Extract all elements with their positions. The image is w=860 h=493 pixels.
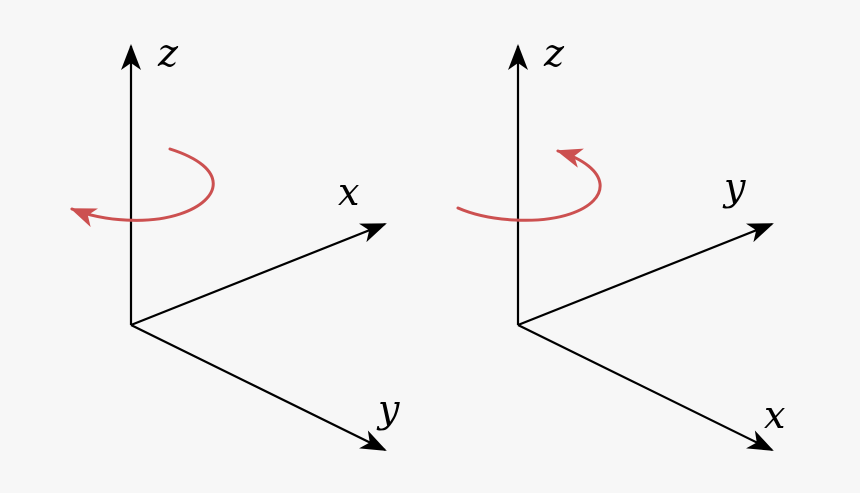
left-z-label: z xyxy=(157,31,179,75)
right-y-label: y xyxy=(722,165,746,209)
left-coordinate-system: z x y xyxy=(70,31,400,451)
left-rotation-arrow-icon xyxy=(70,147,215,228)
left-x-label: x xyxy=(338,170,359,214)
right-x-label: x xyxy=(764,393,785,437)
right-z-label: z xyxy=(543,31,565,75)
left-x-axis xyxy=(130,222,387,327)
left-y-label: y xyxy=(376,387,400,431)
left-y-axis xyxy=(130,324,387,451)
right-coordinate-system: z y x xyxy=(456,31,785,451)
right-y-axis xyxy=(517,222,774,327)
right-x-axis xyxy=(517,324,774,451)
right-rotation-arrow-icon xyxy=(456,148,602,222)
